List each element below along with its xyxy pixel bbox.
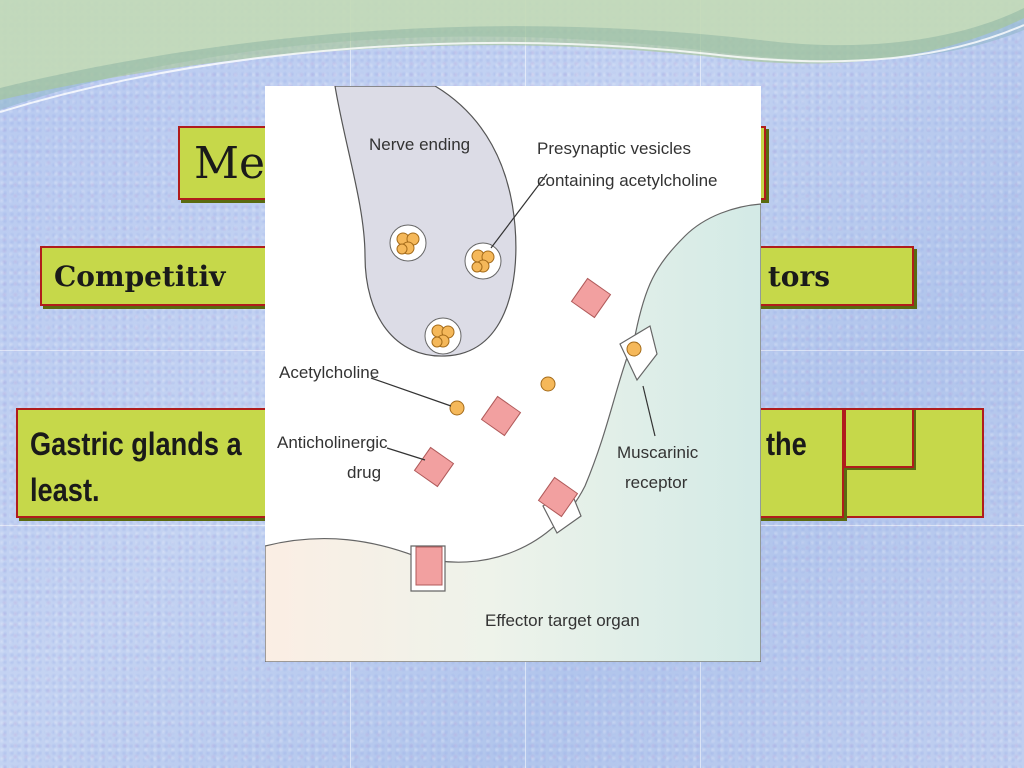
label-muscarinic-1: Muscarinic	[617, 443, 699, 462]
label-vesicles-2: containing acetylcholine	[537, 171, 718, 190]
presynaptic-vesicle	[424, 317, 462, 355]
decorative-box-small	[844, 408, 914, 468]
presynaptic-vesicle	[389, 224, 427, 262]
anticholinergic-molecule	[415, 546, 443, 586]
effector-organ	[265, 203, 761, 662]
leader-line	[642, 385, 656, 437]
label-vesicles-1: Presynaptic vesicles	[537, 139, 691, 158]
anticholinergic-molecule	[480, 395, 522, 437]
subtitle-right-text: tors	[767, 260, 830, 293]
label-acetylcholine: Acetylcholine	[279, 363, 379, 382]
label-anticholinergic-1: Anticholinergic	[277, 433, 388, 452]
anticholinergic-molecule	[570, 277, 612, 319]
body-text-line1: Gastric glands a	[30, 426, 242, 462]
leader-line	[370, 377, 452, 407]
acetylcholine-molecule	[626, 341, 642, 357]
leader-line	[490, 173, 548, 249]
presynaptic-vesicle	[464, 242, 502, 280]
subtitle-left-text: Competitiv	[54, 260, 226, 293]
header-swoosh	[0, 0, 1024, 113]
acetylcholine-molecule	[449, 400, 465, 416]
label-nerve-ending: Nerve ending	[369, 135, 470, 154]
acetylcholine-molecule	[540, 376, 556, 392]
anticholinergic-molecule	[537, 476, 579, 518]
nerve-ending-shape	[334, 86, 517, 357]
anticholinergic-molecule	[413, 446, 455, 488]
body-text-right: the	[766, 426, 807, 462]
label-anticholinergic-2: drug	[347, 463, 381, 482]
leader-line	[386, 447, 426, 461]
label-muscarinic-2: receptor	[625, 473, 688, 492]
body-text-line2: least.	[30, 472, 100, 508]
label-effector: Effector target organ	[485, 611, 640, 630]
synapse-diagram: Nerve ending Presynaptic vesicles contai…	[265, 86, 761, 662]
